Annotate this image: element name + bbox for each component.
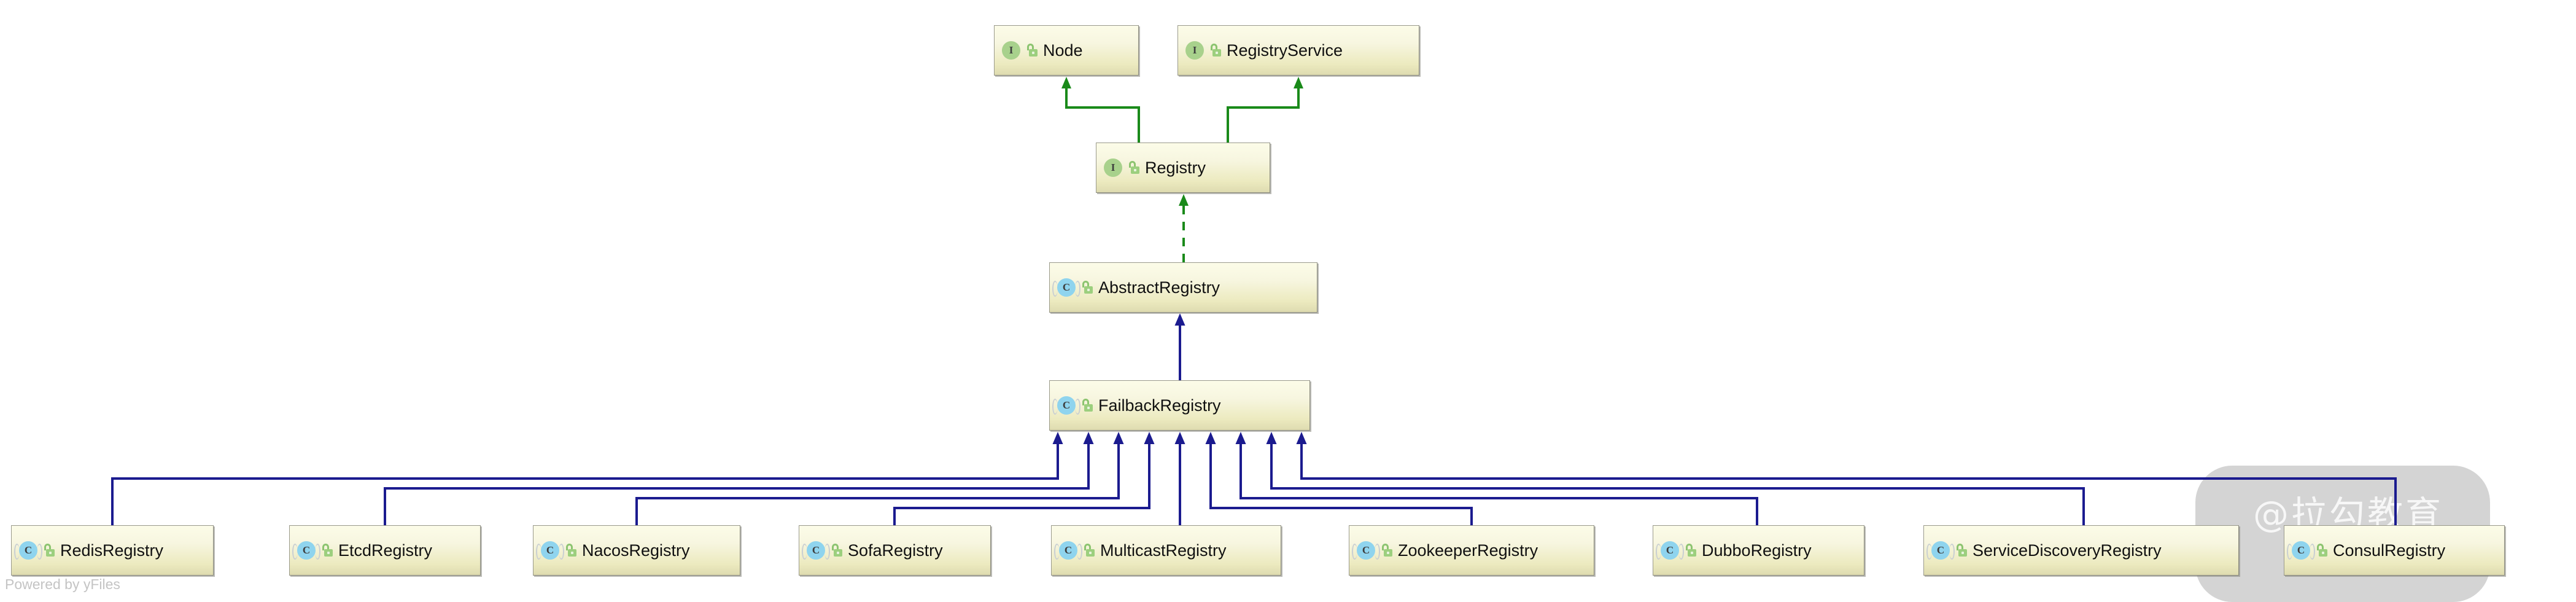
unlock-icon — [44, 544, 55, 557]
unlock-icon — [322, 544, 333, 557]
class-icon: C — [536, 541, 564, 560]
interface-icon: I — [1104, 158, 1122, 177]
unlock-icon — [1026, 44, 1038, 57]
edge-consulregistry-to-failbackregistry — [1296, 432, 2397, 525]
class-icon: C — [802, 541, 830, 560]
class-icon: C — [1926, 541, 1955, 560]
class-icon: C — [2287, 541, 2315, 560]
uml-node-label: FailbackRegistry — [1098, 396, 1221, 415]
class-icon: C — [14, 541, 42, 560]
uml-node-abstractregistry[interactable]: C AbstractRegistry — [1049, 262, 1317, 313]
uml-node-zookeeperregistry[interactable]: C ZookeeperRegistry — [1349, 525, 1594, 576]
unlock-icon — [1685, 544, 1696, 557]
uml-node-label: DubboRegistry — [1702, 541, 1812, 560]
edge-registry-to-registryservice — [1227, 77, 1303, 143]
interface-icon: I — [1185, 41, 1204, 60]
unlock-icon — [831, 544, 842, 557]
uml-node-label: Node — [1043, 41, 1083, 60]
uml-node-label: Registry — [1145, 158, 1206, 177]
uml-node-servicediscoveryregistry[interactable]: C ServiceDiscoveryRegistry — [1923, 525, 2239, 576]
unlock-icon — [1082, 399, 1093, 412]
unlock-icon — [1082, 281, 1093, 294]
uml-node-sofaregistry[interactable]: C SofaRegistry — [799, 525, 991, 576]
edge-dubboregistry-to-failbackregistry — [1235, 432, 1758, 525]
edge-sofaregistry-to-failbackregistry — [893, 432, 1155, 525]
uml-node-consulregistry[interactable]: C ConsulRegistry — [2284, 525, 2505, 576]
uml-node-dubboregistry[interactable]: C DubboRegistry — [1653, 525, 1864, 576]
class-icon: C — [1352, 541, 1380, 560]
uml-node-node[interactable]: I Node — [994, 25, 1139, 76]
uml-node-label: ServiceDiscoveryRegistry — [1973, 541, 2162, 560]
yfiles-credit-label: Powered by yFiles — [5, 576, 120, 592]
uml-node-label: RedisRegistry — [60, 541, 164, 560]
uml-node-multicastregistry[interactable]: C MulticastRegistry — [1051, 525, 1281, 576]
uml-node-registryservice[interactable]: I RegistryService — [1177, 25, 1419, 76]
edge-nacosregistry-to-failbackregistry — [635, 432, 1124, 525]
uml-node-label: MulticastRegistry — [1100, 541, 1227, 560]
uml-node-label: SofaRegistry — [848, 541, 943, 560]
uml-node-label: EtcdRegistry — [338, 541, 433, 560]
class-icon: C — [1054, 541, 1082, 560]
edge-zookeeperregistry-to-failbackregistry — [1205, 432, 1473, 525]
unlock-icon — [1084, 544, 1095, 557]
unlock-icon — [1956, 544, 1967, 557]
class-icon: C — [1656, 541, 1684, 560]
uml-node-failbackregistry[interactable]: C FailbackRegistry — [1049, 380, 1310, 431]
unlock-icon — [565, 544, 576, 557]
unlock-icon — [2316, 544, 2327, 557]
uml-node-label: ConsulRegistry — [2333, 541, 2446, 560]
implements-edges — [1061, 77, 1303, 262]
class-icon: C — [292, 541, 320, 560]
uml-node-nacosregistry[interactable]: C NacosRegistry — [533, 525, 740, 576]
edge-servicediscoveryregistry-to-failbackregistry — [1266, 432, 2085, 525]
edge-etcdregistry-to-failbackregistry — [384, 432, 1094, 525]
edge-registry-to-node — [1061, 77, 1140, 143]
extends-edges — [111, 313, 2397, 525]
uml-node-label: RegistryService — [1227, 41, 1343, 60]
unlock-icon — [1128, 161, 1139, 174]
uml-node-label: ZookeeperRegistry — [1398, 541, 1538, 560]
uml-node-etcdregistry[interactable]: C EtcdRegistry — [289, 525, 481, 576]
uml-node-label: NacosRegistry — [582, 541, 690, 560]
class-icon: C — [1052, 396, 1080, 415]
edge-redisregistry-to-failbackregistry — [111, 432, 1063, 525]
uml-node-label: AbstractRegistry — [1098, 278, 1220, 297]
uml-node-redisregistry[interactable]: C RedisRegistry — [11, 525, 214, 576]
unlock-icon — [1381, 544, 1392, 557]
uml-node-registry[interactable]: I Registry — [1096, 143, 1270, 193]
unlock-icon — [1210, 44, 1221, 57]
class-icon: C — [1052, 278, 1080, 297]
interface-icon: I — [1002, 41, 1020, 60]
